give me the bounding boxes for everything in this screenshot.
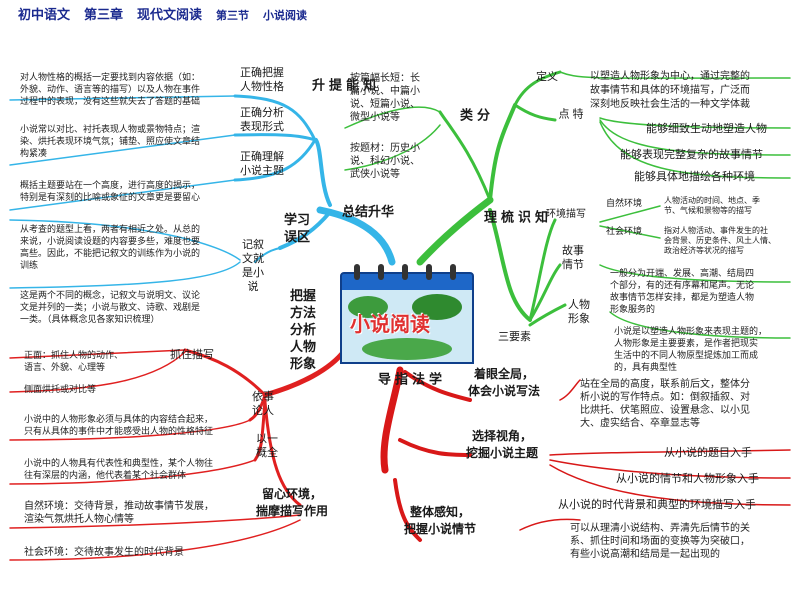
natural-env-label: 自然环境 [606, 199, 643, 209]
mistakes-sub-label: 记叙 文就 是小 说 [242, 238, 264, 293]
title-section: 第三节 [216, 9, 250, 22]
grasp-label: 抓住描写 [170, 348, 214, 361]
definition-label: 定义 [536, 70, 558, 83]
binder-ring-icon [450, 264, 456, 280]
center-node: 小说阅读 [340, 264, 474, 364]
feature-plot: 能够表现完整复杂的故事情节 [620, 148, 763, 161]
angle-title: 从小说的题目入手 [664, 446, 752, 459]
social-env-label: 社会环境 [606, 227, 643, 237]
fact-label: 依事 论人 [252, 390, 274, 417]
improve-text-theme: 概括主题要站在一个高度，进行高度的揭示， 特别是有深刻的比喻或象征的文章更是要留… [20, 181, 201, 203]
env-method-label: 留心环境， 揣摩描写作用 [256, 487, 329, 518]
general-text: 小说中的人物具有代表性和典型性，某个人物往 往有深层的内涵，他代表着某个社会群体 [24, 459, 214, 481]
features-label: 特 点 [557, 108, 584, 120]
env-social: 社会环境：交待故事发生的时代背景 [24, 547, 184, 558]
feature-environment: 能够具体地描绘各种环境 [634, 170, 755, 183]
angle-label: 选择视角， 挖掘小说主题 [466, 429, 539, 460]
title-subject: 初中语文 [18, 8, 71, 23]
character-text: 小说是以塑造人物形象来表现主题的， 人物形象是主要要素，是作者把现实 生活中的不… [614, 327, 768, 373]
calendar-page [340, 290, 474, 364]
angle-plot: 从小说的情节和人物形象入手 [616, 472, 759, 485]
title-chapter: 第三章 [84, 8, 124, 23]
feature-character: 能够细致生动地塑造人物 [646, 122, 767, 135]
fact-text: 小说中的人物形象必须与具体的内容结合起来， 只有从具体的事件中才能感受出人物的性… [24, 415, 214, 437]
binder-ring-icon [402, 264, 408, 280]
improve-tag-character: 正确把握 人物性格 [240, 66, 284, 93]
title-topic: 现代文阅读 [137, 8, 203, 23]
classify-subject: 按题材：历史小 说、科幻小说、 武侠小说等 [350, 143, 420, 180]
branch-summary-label: 总结升华 [342, 205, 395, 220]
character-label: 人物 形象 [568, 298, 590, 325]
mistakes-text-1: 从考查的题型上看，两者有相近之处。从总的 来说，小说阅读设题的内容要多些，难度也… [20, 225, 201, 271]
branch-method-label: 把握 方法 分析 人物 形象 [290, 289, 317, 372]
improve-label: 知 能 提 升 [309, 78, 375, 92]
plot-label: 故事 情节 [562, 244, 584, 271]
elements-label: 三要素 [498, 330, 531, 343]
improve-text-character: 对人物性格的概括一定要找到内容依据（如： 外貌、动作、语言等的描写）以及人物在事… [20, 73, 201, 107]
page-title: 初中语文第三章现代文阅读第三节小说阅读 [18, 4, 321, 23]
improve-tag-form: 正确分析 表现形式 [240, 106, 284, 133]
grasp-direct: 正面：抓住人物的动作、 语言、外貌、心理等 [24, 351, 124, 373]
plot-text: 一般分为开端、发展、高潮、结局四 个部分，有的还有序幕和尾声。无论 故事情节怎样… [610, 269, 755, 315]
definition-text: 以塑造人物形象为中心，通过完整的 故事情节和具体的环境描写，广泛而 深刻地反映社… [590, 71, 750, 110]
mistakes-text-2: 这是两个不同的概念，记叙文与说明文、议论 文是并列的一类；小说与散文、诗歌、戏剧… [20, 291, 201, 325]
sense-label: 整体感知， 把握小说情节 [404, 505, 477, 536]
classify-label: 分 类 [457, 108, 489, 122]
overall-text: 站在全局的高度，联系前后文，整体分 析小说的写作特点。如：倒叙插叙、对 比烘托、… [580, 379, 750, 429]
improve-tag-theme: 正确理解 小说主题 [240, 150, 284, 177]
improve-text-form: 小说常以对比、衬托表现人物或景物特点；渲 染、烘托表现环境气氛；铺垫、照应使文章… [20, 125, 201, 159]
binder-ring-icon [354, 264, 360, 280]
social-env-text: 指对人物活动、事件发生的社 会背景、历史条件、风土人情、 政治经济等状况的描写 [664, 226, 776, 255]
grasp-indirect: 侧面烘托或对比等 [24, 385, 97, 395]
mistakes-label: 学习 误区 [284, 213, 311, 245]
overall-label: 着眼全局， 体会小说写法 [468, 367, 541, 398]
title-section-topic: 小说阅读 [263, 9, 308, 22]
branch-guide-label: 学 法 指 导 [375, 372, 441, 386]
lotus-leaf-icon [348, 296, 388, 318]
natural-env-text: 人物活动的时间、地点、季 节、气候和景物等的描写 [664, 196, 760, 215]
general-label: 以一 概全 [256, 432, 278, 459]
branch-knowledge-label: 知 识 梳 理 [481, 210, 547, 224]
angle-background: 从小说的时代背景和典型的环境描写入手 [558, 498, 756, 511]
binder-ring-icon [426, 264, 432, 280]
binder-ring-icon [378, 264, 384, 280]
sense-text: 可以从理清小说结构、弄清先后情节的关 系、抓住时间和场面的变换等为突破口， 有些… [570, 523, 750, 560]
lotus-leaf-icon [362, 338, 452, 360]
lotus-leaf-icon [412, 294, 462, 320]
environment-label: 环境描写 [546, 209, 586, 220]
center-label: 小说阅读 [350, 312, 430, 336]
classify-length: 按篇幅长短：长 篇小说、中篇小 说、短篇小说、 微型小说等 [350, 73, 420, 123]
env-natural: 自然环境：交待背景，推动故事情节发展， 渲染气氛烘托人物心情等 [24, 501, 214, 525]
